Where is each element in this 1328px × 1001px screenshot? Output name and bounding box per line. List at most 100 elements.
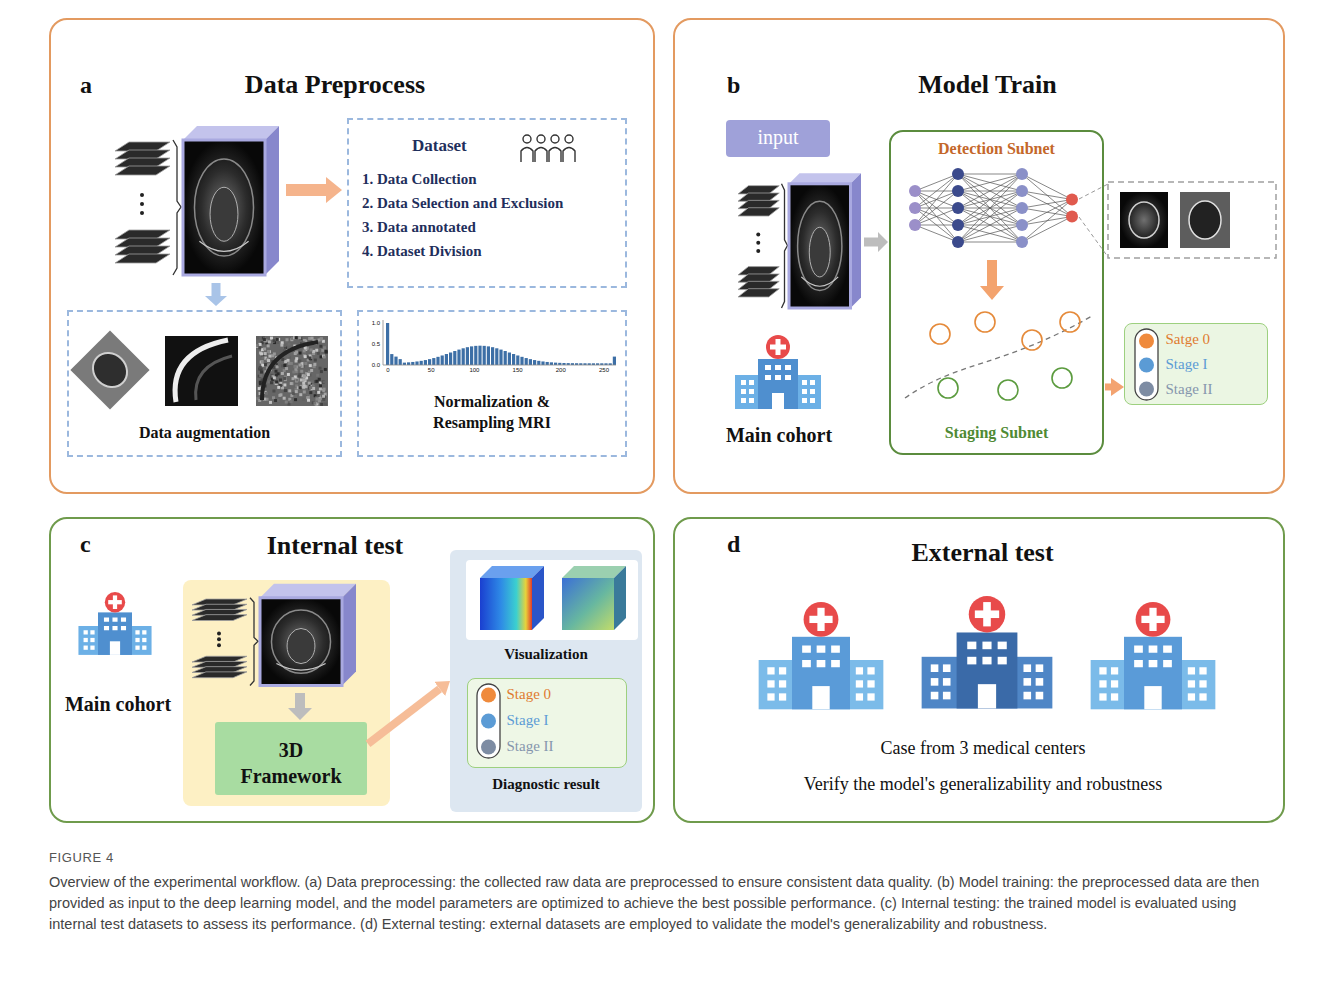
door <box>978 684 996 708</box>
feature-point <box>1060 312 1080 332</box>
noise-pixel <box>269 401 272 404</box>
window <box>779 667 786 674</box>
histogram-bar <box>495 348 498 365</box>
histogram-bar <box>474 346 477 365</box>
hospital-icon <box>735 335 821 409</box>
noise-pixel <box>276 341 279 344</box>
feature-point <box>930 324 950 344</box>
noise-pixel <box>307 373 310 376</box>
window <box>856 693 863 700</box>
window <box>943 678 951 686</box>
axis-tick: 150 <box>510 367 526 374</box>
network-link <box>915 208 958 225</box>
histogram-bar <box>390 354 393 365</box>
window <box>785 365 791 370</box>
brace <box>250 598 258 686</box>
subnet-label: Detection Subnet <box>895 140 1098 158</box>
noise-pixel <box>306 396 309 399</box>
input-label: input <box>726 126 830 149</box>
network-neuron <box>1016 185 1028 197</box>
network-link <box>958 208 1022 242</box>
cross-badge <box>105 592 125 612</box>
description-text: Case from 3 medical centers <box>690 738 1276 759</box>
window <box>982 642 991 650</box>
feature-point <box>975 312 995 332</box>
noise-pixel <box>268 340 271 343</box>
noise-pixel <box>324 403 327 406</box>
noise-pixel <box>294 365 297 368</box>
window <box>967 657 976 665</box>
mri-slice <box>738 289 779 297</box>
axis-tick: 100 <box>466 367 482 374</box>
noise-pixel <box>317 352 320 355</box>
noise-pixel <box>316 374 319 377</box>
window <box>810 398 815 403</box>
window <box>1163 660 1172 667</box>
network-link <box>915 191 958 242</box>
noise-pixel <box>298 375 301 378</box>
noise-pixel <box>272 389 275 392</box>
mri-crop <box>1180 192 1230 248</box>
window <box>1188 693 1195 700</box>
histogram-bar <box>537 361 540 365</box>
noise-pixel <box>315 397 318 400</box>
door <box>772 393 784 409</box>
network-neuron <box>952 202 964 214</box>
framework-label: 3D Framework <box>236 737 346 789</box>
noise-pixel <box>295 390 298 393</box>
noise-pixel <box>275 370 278 373</box>
noise-pixel <box>314 402 317 405</box>
noise-pixel <box>270 381 273 384</box>
noise-pixel <box>303 390 306 393</box>
panel-letter: a <box>80 72 92 100</box>
noise-pixel <box>275 381 278 384</box>
noise-pixel <box>279 378 282 381</box>
noise-pixel <box>304 379 307 382</box>
noise-pixel <box>270 337 273 340</box>
cube-front <box>183 140 265 275</box>
network-link <box>915 191 958 225</box>
histogram-bar <box>386 323 389 365</box>
flow-arrow <box>288 693 312 720</box>
noise-pixel <box>268 350 271 353</box>
panel-title: External test <box>850 538 1115 568</box>
cube-top <box>183 126 279 140</box>
noise-pixel <box>313 363 316 366</box>
heatmap-volume <box>562 566 626 630</box>
noise-pixel <box>292 392 295 395</box>
building-tower <box>792 637 850 710</box>
mri-texture <box>1129 202 1159 238</box>
noise-pixel <box>320 337 323 340</box>
dataset-box: Dataset1. Data Collection2. Data Selecti… <box>347 118 627 288</box>
stage-dot <box>481 740 496 755</box>
window <box>749 389 754 394</box>
description-text: Verify the model's generalizability and … <box>690 774 1276 795</box>
door <box>1144 686 1161 709</box>
noise-pixel <box>299 386 302 389</box>
noise-pixel <box>273 376 276 379</box>
noise-pixel <box>299 393 302 396</box>
building-tower <box>98 612 132 655</box>
network-link <box>915 225 958 226</box>
noise-pixel <box>263 347 266 350</box>
axis-tick: 200 <box>553 367 569 374</box>
noise-pixel <box>256 336 259 339</box>
window <box>741 389 746 394</box>
histogram-bar <box>424 360 427 365</box>
flow-arrow <box>980 260 1004 300</box>
noise-pixel <box>286 338 289 341</box>
mri-volume <box>192 584 356 686</box>
noise-pixel <box>319 345 322 348</box>
cross-badge <box>969 596 1005 632</box>
hospital-icon <box>759 602 884 709</box>
noise-pixel <box>295 379 298 382</box>
window <box>1099 667 1106 674</box>
window <box>1111 693 1118 700</box>
window <box>1111 667 1118 674</box>
cube-front <box>260 598 342 686</box>
flow-connector <box>368 689 440 744</box>
heatmap-volume <box>480 566 544 630</box>
cross <box>809 616 832 623</box>
noise-pixel <box>267 359 270 362</box>
window <box>802 389 807 394</box>
